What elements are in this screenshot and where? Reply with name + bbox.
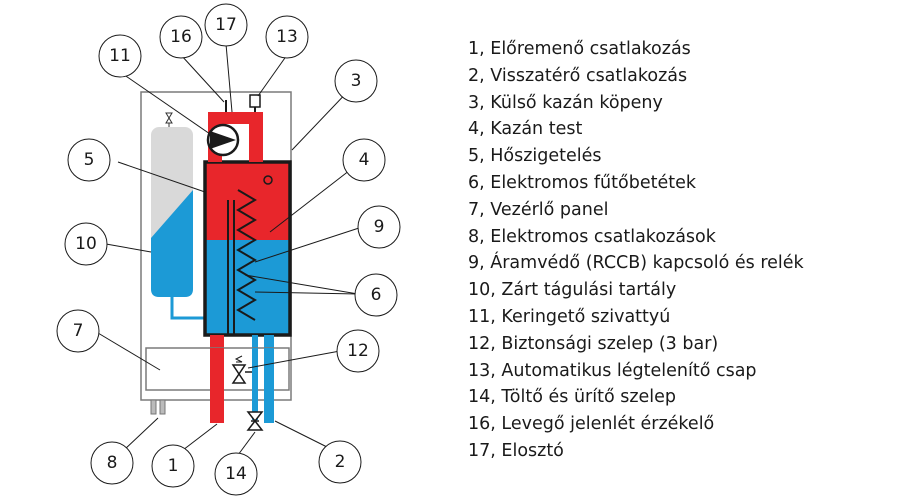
svg-text:5: 5 <box>84 150 95 170</box>
legend-item: 1, Előremenő csatlakozás <box>468 39 691 59</box>
legend-item: 10, Zárt tágulási tartály <box>468 280 677 301</box>
legend-item: 17, Elosztó <box>468 440 564 461</box>
expansion-pipe <box>170 297 205 320</box>
svg-text:12: 12 <box>347 341 369 361</box>
legend-item: 8, Elektromos csatlakozások <box>468 226 716 247</box>
callout-6: 6 <box>354 273 398 317</box>
callout-11: 11 <box>98 34 142 78</box>
pump-icon <box>206 123 240 157</box>
svg-text:16: 16 <box>170 27 192 47</box>
callout-7: 7 <box>56 309 100 353</box>
svg-text:1: 1 <box>168 456 179 476</box>
safety-valve-icon <box>231 355 252 384</box>
legend-item: 5, Hőszigetelés <box>468 146 602 167</box>
air-vent-icon <box>249 94 261 112</box>
drain-valve-icon <box>246 411 264 431</box>
leader-lines <box>97 43 364 456</box>
legend-item: 14, Töltő és ürítő szelep <box>468 387 677 408</box>
svg-text:13: 13 <box>276 27 298 47</box>
svg-text:3: 3 <box>351 71 362 91</box>
legend-item: 3, Külső kazán köpeny <box>468 92 663 113</box>
callout-1: 1 <box>151 444 195 488</box>
callout-4: 4 <box>342 138 386 182</box>
legend-item: 16, Levegő jelenlét érzékelő <box>468 414 715 435</box>
legend-item: 6, Elektromos fűtőbetétek <box>468 172 696 193</box>
svg-text:7: 7 <box>73 321 84 341</box>
callout-16: 16 <box>159 15 203 59</box>
legend-item: 7, Vezérlő panel <box>468 199 609 220</box>
legend-item: 9, Áramvédő (RCCB) kapcsoló és relék <box>468 253 804 274</box>
svg-text:11: 11 <box>109 46 131 66</box>
svg-text:9: 9 <box>374 217 385 237</box>
svg-text:14: 14 <box>225 464 247 484</box>
svg-text:2: 2 <box>335 452 346 472</box>
boiler-diagram: 11 16 17 13 3 5 4 10 9 6 7 12 8 1 14 2 <box>56 3 401 496</box>
callout-10: 10 <box>64 222 108 266</box>
callout-17: 17 <box>204 3 248 47</box>
svg-text:4: 4 <box>359 150 370 170</box>
callout-13: 13 <box>265 15 309 59</box>
callout-8: 8 <box>90 441 134 485</box>
svg-text:17: 17 <box>215 15 237 35</box>
parts-legend: 1, Előremenő csatlakozás 2, Visszatérő c… <box>468 36 888 465</box>
electrical-connections <box>150 399 166 415</box>
svg-text:10: 10 <box>75 234 97 254</box>
callout-circles: 11 16 17 13 3 5 4 10 9 6 7 12 8 1 14 2 <box>56 3 401 496</box>
callout-3: 3 <box>334 59 378 103</box>
heating-coil-icon <box>236 189 257 321</box>
svg-text:6: 6 <box>371 285 382 305</box>
legend-item: 12, Biztonsági szelep (3 bar) <box>468 333 719 354</box>
callout-2: 2 <box>318 440 362 484</box>
legend-item: 11, Keringető szivattyú <box>468 306 671 327</box>
heating-element-rods <box>227 200 235 335</box>
svg-text:8: 8 <box>107 453 118 473</box>
expansion-tank-icon <box>151 112 193 297</box>
callout-5: 5 <box>67 138 111 182</box>
legend-item: 4, Kazán test <box>468 119 583 140</box>
legend-item: 2, Visszatérő csatlakozás <box>468 65 688 86</box>
legend-item: 13, Automatikus légtelenítő csap <box>468 360 757 381</box>
callout-9: 9 <box>357 205 401 249</box>
callout-14: 14 <box>214 452 258 496</box>
callout-12: 12 <box>336 329 380 373</box>
boiler-body <box>203 160 292 337</box>
